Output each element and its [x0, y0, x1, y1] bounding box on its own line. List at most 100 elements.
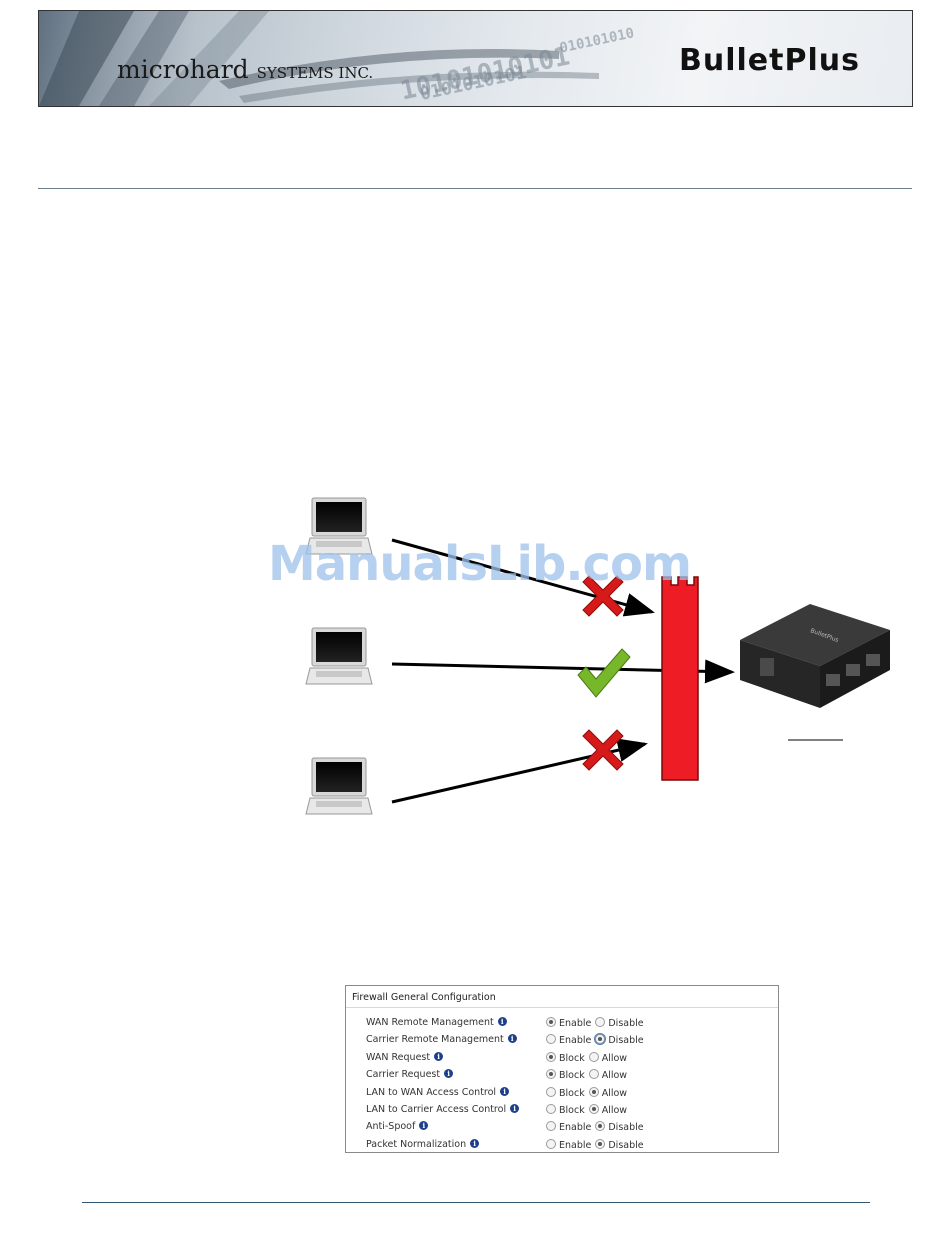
- red-x-icon: [582, 575, 624, 617]
- radio-button[interactable]: [595, 1138, 606, 1149]
- radio-group: Enable Disable: [546, 1121, 648, 1133]
- brand-logo: microhard SYSTEMS INC.: [117, 55, 373, 84]
- header-rule: [38, 188, 912, 189]
- config-label-text: WAN Remote Management: [366, 1017, 494, 1028]
- radio-group: Enable Disable: [546, 1034, 648, 1046]
- radio-button[interactable]: [546, 1121, 556, 1132]
- info-icon[interactable]: i: [470, 1138, 480, 1148]
- footer-rule: [82, 1202, 870, 1203]
- radio-option[interactable]: Disable: [595, 1138, 644, 1151]
- radio-group: Block Allow: [546, 1069, 631, 1081]
- brand-main: microhard: [117, 55, 249, 84]
- red-x-icon: [582, 729, 624, 771]
- radio-button[interactable]: [588, 1051, 599, 1062]
- radio-label: Allow: [601, 1087, 628, 1099]
- firewall-config-panel: Firewall General Configuration WAN Remot…: [345, 985, 779, 1153]
- radio-group: Enable Disable: [546, 1138, 648, 1151]
- radio-option[interactable]: Block: [546, 1086, 585, 1099]
- radio-group: Enable Disable: [546, 1017, 648, 1029]
- radio-group: Block Allow: [546, 1086, 631, 1099]
- laptop-icon: [305, 497, 373, 555]
- laptop-icon: [305, 627, 373, 685]
- radio-label: Block: [559, 1105, 585, 1116]
- radio-label: Disable: [608, 1122, 644, 1134]
- info-icon[interactable]: i: [507, 1034, 517, 1044]
- radio-label: Disable: [608, 1018, 644, 1029]
- watermark: ManualsLib.com: [268, 536, 692, 592]
- radio-option[interactable]: Disable: [595, 1121, 644, 1134]
- radio-button[interactable]: [588, 1104, 599, 1114]
- radio-label: Enable: [559, 1122, 592, 1134]
- info-icon[interactable]: i: [500, 1086, 510, 1096]
- radio-option[interactable]: Allow: [588, 1104, 627, 1116]
- radio-label: Enable: [559, 1035, 592, 1047]
- radio-label: Allow: [601, 1070, 628, 1082]
- radio-button[interactable]: [546, 1051, 556, 1062]
- info-icon[interactable]: i: [419, 1121, 429, 1131]
- info-icon[interactable]: i: [434, 1051, 444, 1061]
- info-icon[interactable]: i: [510, 1104, 520, 1113]
- radio-button[interactable]: [546, 1017, 556, 1027]
- radio-button[interactable]: [595, 1017, 606, 1027]
- firewall-diagram: BulletPlus: [305, 497, 890, 815]
- radio-button[interactable]: [546, 1069, 556, 1080]
- radio-option[interactable]: Block: [546, 1051, 585, 1064]
- radio-option[interactable]: Enable: [546, 1017, 591, 1029]
- info-icon[interactable]: i: [444, 1069, 454, 1079]
- config-label-text: Carrier Request: [366, 1069, 441, 1081]
- green-check-icon: [577, 648, 631, 698]
- config-label-text: LAN to WAN Access Control: [366, 1086, 497, 1098]
- radio-option[interactable]: Allow: [588, 1069, 628, 1082]
- radio-option[interactable]: Enable: [546, 1034, 591, 1046]
- radio-label: Disable: [608, 1139, 644, 1151]
- radio-option[interactable]: Allow: [588, 1051, 628, 1064]
- radio-option[interactable]: Enable: [546, 1138, 591, 1151]
- radio-button[interactable]: [588, 1069, 599, 1080]
- firewall-icon: [661, 576, 699, 781]
- info-icon[interactable]: i: [497, 1017, 507, 1026]
- radio-button[interactable]: [588, 1086, 599, 1097]
- radio-option[interactable]: Disable: [595, 1017, 644, 1029]
- radio-option[interactable]: Allow: [588, 1086, 628, 1099]
- radio-button[interactable]: [546, 1138, 556, 1149]
- radio-label: Block: [559, 1052, 585, 1064]
- panel-title: Firewall General Configuration: [346, 986, 778, 1008]
- product-name: BulletPlus: [679, 43, 860, 78]
- brand-sub: SYSTEMS INC.: [256, 64, 374, 82]
- banner-swoosh-graphic: [39, 11, 599, 106]
- config-label-text: Anti-Spoof: [366, 1121, 416, 1133]
- config-label-text: Carrier Remote Management: [366, 1034, 504, 1046]
- radio-option[interactable]: Disable: [595, 1034, 644, 1047]
- radio-button[interactable]: [546, 1086, 556, 1097]
- router-icon: BulletPlus: [740, 604, 890, 708]
- radio-label: Block: [559, 1087, 585, 1099]
- radio-option[interactable]: Block: [546, 1104, 585, 1116]
- radio-option[interactable]: Enable: [546, 1121, 591, 1133]
- radio-label: Block: [559, 1070, 585, 1082]
- radio-label: Enable: [559, 1018, 592, 1029]
- radio-group: Block Allow: [546, 1051, 631, 1064]
- laptop-icon: [305, 757, 373, 815]
- radio-button[interactable]: [595, 1121, 606, 1132]
- radio-label: Disable: [608, 1035, 644, 1047]
- radio-button[interactable]: [546, 1104, 556, 1114]
- radio-label: Allow: [601, 1052, 628, 1064]
- radio-option[interactable]: Block: [546, 1069, 585, 1081]
- radio-button[interactable]: [546, 1034, 556, 1045]
- config-label-text: WAN Request: [366, 1051, 431, 1063]
- config-label-text: LAN to Carrier Access Control: [366, 1104, 507, 1115]
- radio-button[interactable]: [595, 1034, 606, 1045]
- header-banner: 10101010101 0101010101 010101010 microha…: [38, 10, 913, 107]
